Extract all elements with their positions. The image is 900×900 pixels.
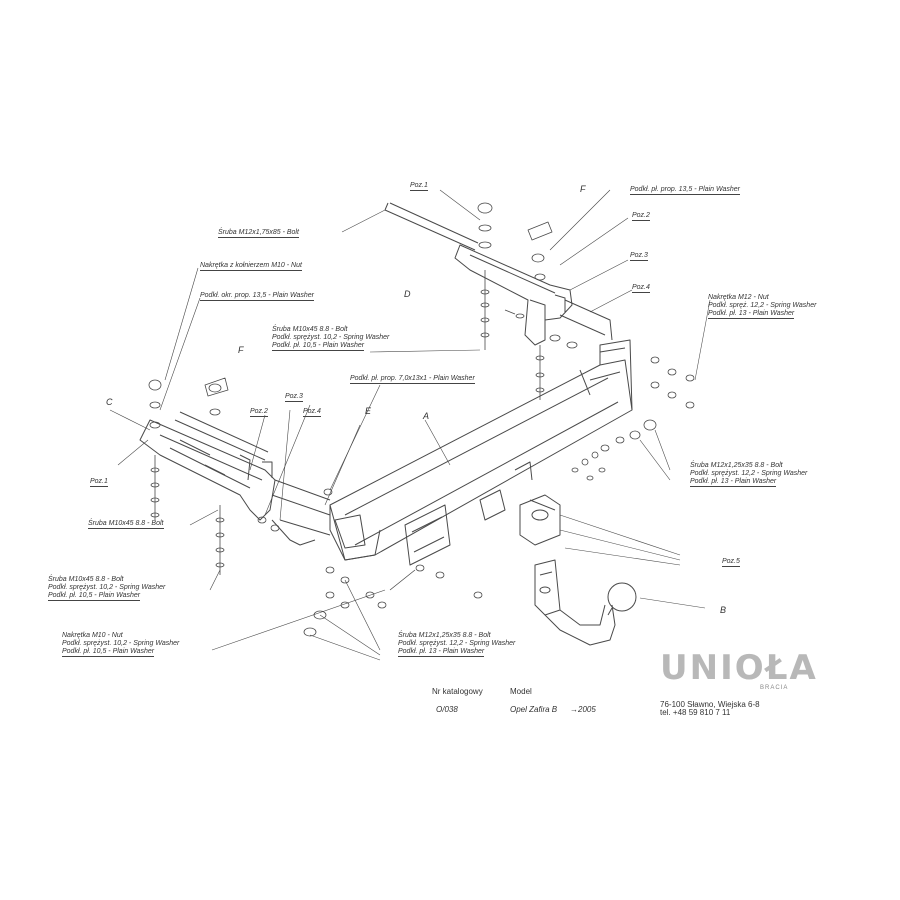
callout-pos1-top: Poz.1: [410, 182, 428, 191]
letter-e: E: [365, 406, 372, 416]
titleblock-code: O/038: [436, 705, 458, 714]
callout-bolt-bottom: Śruba M12x1,25x35 8.8 - Bolt: [398, 632, 491, 639]
callout-pos4-left: Poz.4: [303, 408, 321, 417]
titleblock-model-header: Model: [510, 687, 532, 696]
callout-pos2-left: Poz.2: [250, 408, 268, 417]
letter-d: D: [404, 289, 411, 299]
callout-plate-washer: Podkł. pł. prop. 7,0x13x1 - Plain Washer: [350, 375, 475, 384]
callout-spring-washer-ll2: Podkł. sprężyst. 10,2 - Spring Washer: [62, 640, 180, 647]
letter-b: B: [720, 605, 727, 615]
fastener-group-bottom: [303, 564, 483, 637]
callout-spring-washer-right2: Podkł. sprężyst. 12,2 - Spring Washer: [690, 470, 808, 477]
tow-ball-hook: [534, 559, 637, 646]
callout-bolt-left: Śruba M10x45 8.8 - Bolt: [88, 520, 164, 529]
fastener-stack-right-vertical: [504, 221, 578, 400]
callout-plain-washer-right: Podkł. pł. 13 - Plain Washer: [708, 310, 795, 319]
titleblock-year: →2005: [570, 705, 596, 714]
callout-bolt-right: Śruba M12x1,25x35 8.8 - Bolt: [690, 462, 783, 469]
callout-pos5: Poz.5: [722, 558, 740, 567]
leader-lines: [109, 189, 711, 661]
titleblock-company-line1: 76-100 Sławno, Wiejska 6-8: [660, 700, 760, 709]
main-crossbar-beam: [329, 339, 633, 566]
brand-logo: UNIOŁA: [660, 648, 818, 688]
callout-bolt-lower-left: Śruba M10x45 8.8 - Bolt: [48, 576, 124, 583]
callout-plain-washer-mid: Podkł. pł. 10,5 - Plain Washer: [272, 342, 365, 351]
callout-bolt-mid: Śruba M10x45 8.8 - Bolt: [272, 326, 348, 333]
callout-nut-top: Nakrętka z kołnierzem M10 - Nut: [200, 262, 302, 271]
callout-pos3-left: Poz.3: [285, 393, 303, 402]
callout-spring-washer-ll: Podkł. sprężyst. 10,2 - Spring Washer: [48, 584, 166, 591]
letter-f: F: [580, 184, 586, 194]
callout-bolt-top: Śruba M12x1,75x85 - Bolt: [218, 229, 299, 238]
callout-plain-washer-ll: Podkł. pł. 10,5 - Plain Washer: [48, 592, 141, 601]
socket-plate: [519, 494, 561, 546]
callout-plain-washer-bottom: Podkł. pł. 13 - Plain Washer: [398, 648, 485, 657]
callout-pos3-top: Poz.3: [630, 252, 648, 261]
letter-f-left: F: [238, 345, 244, 355]
callout-pos1-left: Poz.1: [90, 478, 108, 487]
callout-pos4-top: Poz.4: [632, 284, 650, 293]
callout-spring-washer-mid: Podkł. sprężyst. 10,2 - Spring Washer: [272, 334, 390, 341]
top-right-bracket: [384, 202, 613, 346]
callout-nut-lower-left: Nakrętka M10 - Nut: [62, 632, 123, 639]
callout-spring-washer-right: Podkł. spręż. 12,2 - Spring Washer: [708, 302, 817, 309]
letter-c: C: [106, 397, 113, 407]
callout-pos2-top: Poz.2: [632, 212, 650, 221]
fastener-stack-top: [477, 202, 493, 350]
callout-spring-washer-bottom: Podkł. sprężyst. 12,2 - Spring Washer: [398, 640, 516, 647]
left-side-bracket: [139, 411, 331, 546]
fastener-stack-left: [148, 377, 333, 575]
titleblock-model: Opel Zafira B: [510, 705, 558, 714]
letter-a: A: [423, 411, 430, 421]
callout-plain-washer-right2: Podkł. pł. 13 - Plain Washer: [690, 478, 777, 487]
callout-flat-washer-top: Podkł. pł. prop. 13,5 - Plain Washer: [630, 186, 740, 195]
brand-logo-subtitle: BRACIA: [760, 685, 789, 691]
titleblock-code-header: Nr katalogowy: [432, 687, 483, 696]
callout-washer-left-top: Podkł. okr. prop. 13,5 - Plain Washer: [200, 292, 314, 301]
titleblock-company-line2: tel. +48 59 810 7 11: [660, 708, 731, 717]
callout-spring-nut-right: Nakrętka M12 - Nut: [708, 294, 769, 301]
callout-plain-washer-ll2: Podkł. pł. 10,5 - Plain Washer: [62, 648, 155, 657]
fastener-row-right: [571, 356, 695, 481]
